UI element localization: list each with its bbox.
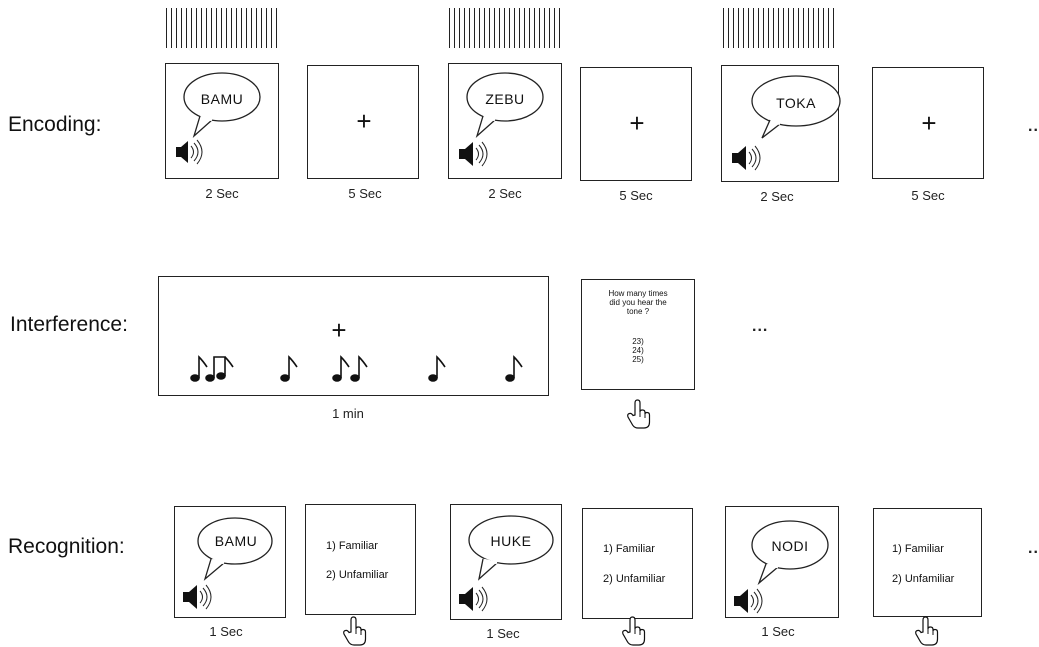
ellipsis: ... [1028,118,1039,135]
ellipsis: ... [1028,540,1039,557]
speech-bubble-icon [751,520,829,586]
music-note-icon [332,355,350,382]
speech-bubble-icon [466,72,544,139]
question-text: How many times did you hear the tone ? [608,289,668,316]
music-note-icon [280,355,298,382]
recognition-choice-box-1: 1) Familiar 2) Unfamiliar [305,504,416,615]
encoding-fixation-box-1: + [307,65,419,179]
tone-count-question-box: How many times did you hear the tone ? 2… [581,279,695,390]
tone-bars [723,8,835,48]
speaker-icon [176,139,203,165]
music-note-icon [505,355,523,382]
music-note-icon [190,355,208,382]
encoding-word-box-3: TOKA [721,65,841,182]
stimulus-word: ZEBU [485,91,525,107]
stimulus-word: HUKE [490,533,532,549]
speaker-icon [183,584,212,610]
duration-label: 5 Sec [348,186,382,201]
speech-bubble-icon [751,75,841,139]
recognition-label: Recognition: [8,535,125,558]
choice-familiar[interactable]: 1) Familiar [892,543,944,555]
hand-pointer-icon [915,616,939,646]
duration-label: 1 min [332,406,364,421]
fixation-cross: + [331,315,347,345]
recognition-word-box-1: BAMU [174,506,286,618]
duration-label: 1 Sec [761,624,795,639]
hand-pointer-icon [627,399,651,429]
interference-tone-box: + [158,276,549,396]
choice-familiar[interactable]: 1) Familiar [603,543,655,555]
hand-pointer-icon [622,616,646,646]
speaker-icon [459,141,488,167]
duration-label: 1 Sec [209,624,243,639]
music-note-icon [428,355,446,382]
music-notes [190,355,523,382]
duration-label: 5 Sec [619,188,653,203]
duration-label: 1 Sec [486,626,520,641]
answer-option[interactable]: 23) [632,337,644,346]
speech-bubble-icon [197,517,273,581]
duration-label: 5 Sec [911,188,945,203]
ellipsis: ... [752,318,769,335]
tone-bars [449,8,561,48]
encoding-label: Encoding: [8,113,102,136]
recognition-word-box-2: HUKE [450,504,562,620]
recognition-choice-box-2: 1) Familiar 2) Unfamiliar [582,508,693,619]
stimulus-word: NODI [771,538,809,554]
fixation-cross: + [921,108,937,138]
fixation-cross: + [356,106,372,136]
interference-label: Interference: [10,313,128,336]
music-note-icon [205,356,234,382]
speaker-icon [734,588,763,614]
choice-unfamiliar[interactable]: 2) Unfamiliar [892,573,955,585]
encoding-fixation-box-3: + [872,67,984,179]
stimulus-word: BAMU [200,91,244,107]
choice-familiar[interactable]: 1) Familiar [326,540,378,552]
fixation-cross: + [629,108,645,138]
answer-option[interactable]: 24) [632,346,644,355]
encoding-word-box-2: ZEBU [448,63,562,179]
tone-bars [166,8,278,48]
duration-label: 2 Sec [760,189,794,204]
speaker-icon [459,586,488,612]
recognition-choice-box-3: 1) Familiar 2) Unfamiliar [873,508,982,617]
speech-bubble-icon [468,515,554,581]
choice-unfamiliar[interactable]: 2) Unfamiliar [603,573,666,585]
choice-unfamiliar[interactable]: 2) Unfamiliar [326,569,389,581]
music-note-icon [350,355,368,382]
speech-bubble-icon [183,72,261,139]
answer-option[interactable]: 25) [632,355,644,364]
answer-options: 23) 24) 25) [582,337,694,364]
encoding-word-box-1: BAMU [165,63,279,179]
encoding-fixation-box-2: + [580,67,692,181]
stimulus-word: BAMU [214,533,258,549]
speaker-icon [732,145,761,171]
stimulus-word: TOKA [776,95,816,111]
duration-label: 2 Sec [205,186,239,201]
duration-label: 2 Sec [488,186,522,201]
hand-pointer-icon [343,616,367,646]
recognition-word-box-3: NODI [725,506,839,618]
